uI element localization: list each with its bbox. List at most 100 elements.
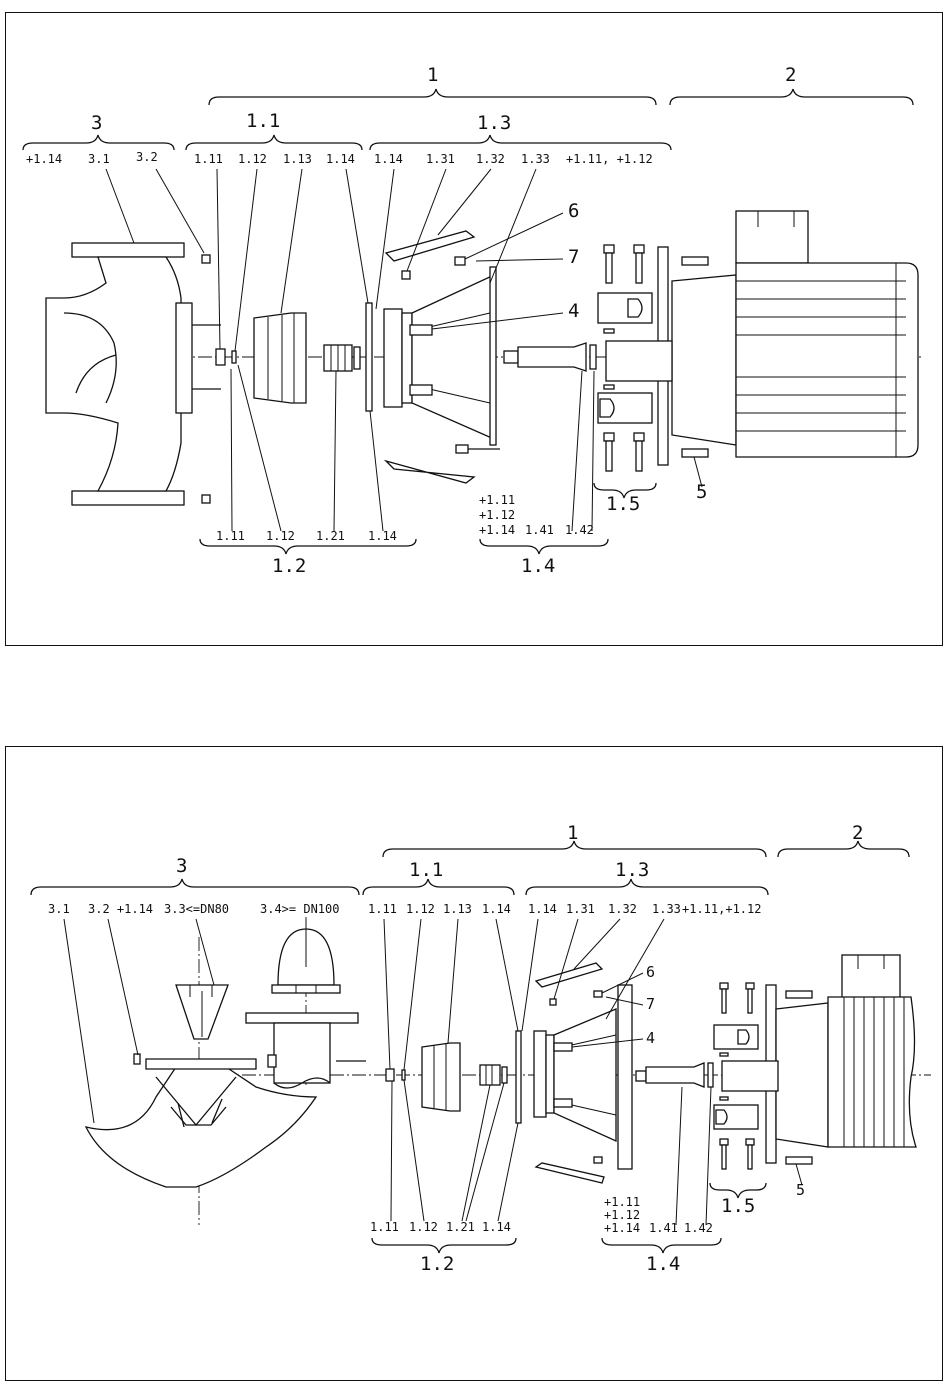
group-label-1-4: 1.4 <box>521 555 555 577</box>
cone-adapter-3-3 <box>175 984 229 1040</box>
callout-bottom-plus-1-11: +1.11 <box>604 1195 640 1209</box>
guard-upper <box>534 962 604 988</box>
leader-1-42 <box>705 1086 712 1226</box>
impeller <box>421 1042 461 1112</box>
leader-7 <box>475 258 564 262</box>
leader-bottom-1-21-b <box>465 1082 505 1222</box>
callout-bottom-plus-1-14: +1.14 <box>604 1221 640 1235</box>
callout-6: 6 <box>646 963 655 981</box>
leader-1-31 <box>553 918 579 1000</box>
brace-group-1-4 <box>601 1237 722 1254</box>
screw-6 <box>593 990 603 998</box>
leader-bottom-1-12 <box>237 364 282 532</box>
leader-5 <box>693 456 703 488</box>
leader-1-11 <box>216 168 221 350</box>
callout-1-31: 1.31 <box>426 152 455 166</box>
group-label-1: 1 <box>427 64 438 86</box>
callout-bottom-1-12: 1.12 <box>266 529 295 543</box>
callout-1-13: 1.13 <box>283 152 312 166</box>
group-label-3: 3 <box>176 855 187 877</box>
callout-bottom-1-42: 1.42 <box>684 1221 713 1235</box>
callout-6: 6 <box>568 200 579 222</box>
callout-bottom-1-21: 1.21 <box>316 529 345 543</box>
callout-bottom-plus-1-12: +1.12 <box>604 1208 640 1222</box>
brace-group-3 <box>30 878 360 896</box>
guard-upper <box>384 230 476 262</box>
leader-3-3 <box>195 918 215 986</box>
mechanical-seal <box>479 1064 508 1086</box>
callout-3-4: 3.4>= DN100 <box>260 902 339 916</box>
leader-bottom-1-14 <box>497 1122 519 1222</box>
leader-7 <box>605 996 644 1006</box>
brace-group-1-2 <box>371 1237 517 1254</box>
callout-1-32: 1.32 <box>608 902 637 916</box>
leader-bottom-1-14 <box>369 410 384 532</box>
coupling-half-upper <box>597 292 653 334</box>
leader-1-11 <box>383 918 391 1070</box>
motor-shaft <box>635 1062 714 1088</box>
leader-bottom-1-12 <box>403 1079 425 1222</box>
leader-1-14-b <box>375 168 395 310</box>
screw-6 <box>454 256 466 266</box>
callout-plus-1-14: +1.14 <box>26 152 62 166</box>
leader-3-2 <box>155 168 205 254</box>
plug-3-2 <box>133 1053 141 1065</box>
leader-1-14 <box>345 168 369 304</box>
callout-1-12: 1.12 <box>406 902 435 916</box>
leader-6 <box>601 972 644 994</box>
screws-group-1-5 <box>603 244 645 472</box>
washer <box>401 1069 406 1081</box>
leader-1-12 <box>403 918 422 1071</box>
electric-motor <box>605 210 919 458</box>
brace-group-1-1 <box>185 134 363 151</box>
leader-bottom-1-11 <box>390 1080 393 1222</box>
callout-bottom-1-12: 1.12 <box>409 1220 438 1234</box>
leader-bottom-1-21 <box>333 370 337 532</box>
impeller-nut <box>385 1068 395 1082</box>
brace-group-1-5 <box>593 482 657 499</box>
brace-group-1-3 <box>369 134 672 151</box>
pump-casing <box>45 242 221 506</box>
leader-1-32 <box>437 168 492 236</box>
callout-plus-1-11-1-12: +1.11,+1.12 <box>682 902 761 916</box>
callout-5: 5 <box>696 481 707 503</box>
leader-1-13 <box>447 918 459 1044</box>
screw-5-upper <box>785 990 813 999</box>
leader-bottom-1-21-a <box>461 1084 491 1222</box>
motor-lantern <box>533 984 633 1170</box>
leader-3-1 <box>63 918 95 1124</box>
impeller <box>253 312 307 404</box>
leader-3-2 <box>107 918 139 1056</box>
group-label-1-3: 1.3 <box>477 112 511 134</box>
callout-1-14-a: 1.14 <box>326 152 355 166</box>
group-label-1-2: 1.2 <box>420 1253 454 1275</box>
callout-1-11: 1.11 <box>194 152 223 166</box>
brace-group-1-4 <box>479 538 609 555</box>
group-label-1: 1 <box>567 822 578 844</box>
discharge-flange <box>245 1012 366 1089</box>
exploded-view-drawing-bottom: 1 2 3 1.1 1.3 1.2 1.4 1.5 3.1 3.2 +1.14 … <box>30 822 931 1275</box>
leader-1-31 <box>406 168 447 272</box>
exploded-view-panel-bottom: 1 2 3 1.1 1.3 1.2 1.4 1.5 3.1 3.2 +1.14 … <box>5 746 943 1381</box>
callout-4: 4 <box>568 300 579 322</box>
guard-lower <box>383 459 476 484</box>
callout-bottom-1-21: 1.21 <box>446 1220 475 1234</box>
leader-4 <box>431 312 564 330</box>
callout-bottom-1-41: 1.41 <box>649 1221 678 1235</box>
callout-plus-1-11-1-12: +1.11, +1.12 <box>566 152 653 166</box>
exploded-view-drawing-top: 1 2 3 1.1 1.3 1.2 1.4 1.5 +1.14 3.1 3.2 … <box>22 64 921 577</box>
coupling-half-lower <box>597 384 653 424</box>
callout-3-2: 3.2 <box>136 150 158 164</box>
callout-7: 7 <box>646 995 655 1013</box>
leader-1-42 <box>591 370 595 532</box>
electric-motor <box>721 954 917 1148</box>
callout-3-1: 3.1 <box>48 902 70 916</box>
motor-lantern <box>383 266 497 446</box>
brace-group-1-1 <box>362 878 515 896</box>
group-label-1-1: 1.1 <box>246 110 280 132</box>
callout-bottom-1-42: 1.42 <box>565 523 594 537</box>
brace-group-1 <box>208 88 657 106</box>
callout-bottom-1-11: 1.11 <box>216 529 245 543</box>
group-label-1-2: 1.2 <box>272 555 306 577</box>
coupling-half-lower <box>713 1096 759 1130</box>
